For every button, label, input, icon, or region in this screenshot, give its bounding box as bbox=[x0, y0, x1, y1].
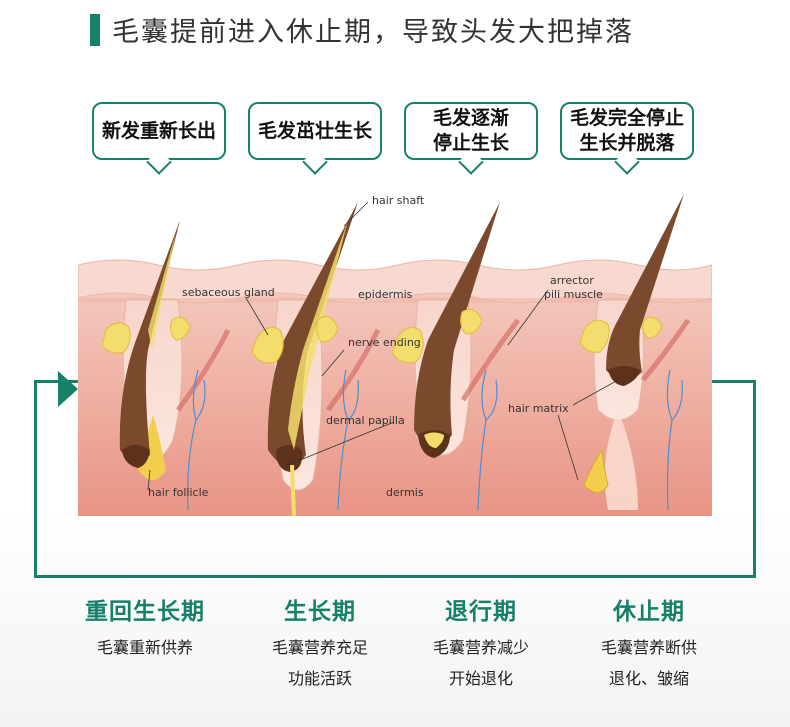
label-pili-muscle: pili muscle bbox=[544, 288, 603, 301]
arrector-muscle bbox=[460, 318, 521, 402]
stage-desc-anagen: 毛囊营养充足 功能活跃 bbox=[271, 638, 368, 688]
label-dermis: dermis bbox=[386, 486, 424, 499]
bubble-anagen: 毛发茁壮生长 bbox=[248, 102, 382, 160]
arrector-muscle bbox=[175, 328, 231, 412]
cycle-frame-top-left bbox=[34, 380, 78, 383]
pointer-lines bbox=[147, 201, 619, 491]
label-hair-follicle: hair follicle bbox=[148, 486, 209, 499]
bubble-text: 毛发茁壮生长 bbox=[257, 119, 372, 142]
nerve-endings bbox=[187, 369, 683, 511]
stage-title-anagen: 生长期 bbox=[284, 599, 356, 625]
arrector-muscle bbox=[325, 328, 381, 412]
bubble-telogen: 毛发完全停止 生长并脱落 bbox=[560, 102, 694, 160]
cycle-frame bbox=[34, 380, 756, 578]
title-accent-bar bbox=[90, 14, 100, 46]
bubble-text: 毛发完全停止 生长并脱落 bbox=[569, 107, 684, 154]
page-title: 毛囊提前进入休止期，导致头发大把掉落 bbox=[112, 17, 634, 48]
follicle-catagen bbox=[391, 202, 500, 458]
follicle-new-growth bbox=[101, 220, 191, 480]
bubble-text: 毛发逐渐 停止生长 bbox=[432, 107, 509, 154]
arrector-muscle bbox=[641, 318, 691, 382]
epidermis-layer bbox=[78, 259, 712, 304]
label-dermal-papilla: dermal papilla bbox=[326, 414, 405, 427]
cycle-arrow-icon bbox=[58, 371, 78, 407]
label-arrector: arrector bbox=[550, 274, 594, 287]
stage-desc-return-anagen: 毛囊重新供养 bbox=[96, 638, 193, 657]
hair-cycle-diagram: hair shaft sebaceous gland epidermis arr… bbox=[78, 194, 712, 516]
bubble-catagen: 毛发逐渐 停止生长 bbox=[404, 102, 538, 160]
stage-desc-catagen: 毛囊营养减少 开始退化 bbox=[432, 638, 529, 688]
stage-title-catagen: 退行期 bbox=[445, 599, 517, 625]
stage-desc-telogen: 毛囊营养断供 退化、皱缩 bbox=[600, 638, 697, 688]
dermis-layer bbox=[78, 260, 712, 516]
cycle-frame-top-right bbox=[712, 380, 756, 383]
bubble-anagen-return: 新发重新长出 bbox=[92, 102, 226, 160]
bubble-text: 新发重新长出 bbox=[101, 119, 216, 142]
label-hair-matrix: hair matrix bbox=[508, 402, 569, 415]
follicle-anagen bbox=[251, 202, 358, 516]
follicle-telogen bbox=[579, 194, 684, 510]
stage-title-return-anagen: 重回生长期 bbox=[85, 599, 205, 625]
stage-title-telogen: 休止期 bbox=[613, 599, 685, 625]
label-epidermis: epidermis bbox=[358, 288, 413, 301]
label-sebaceous-gland: sebaceous gland bbox=[182, 286, 275, 299]
label-hair-shaft: hair shaft bbox=[372, 194, 425, 207]
label-nerve-ending: nerve ending bbox=[348, 336, 421, 349]
